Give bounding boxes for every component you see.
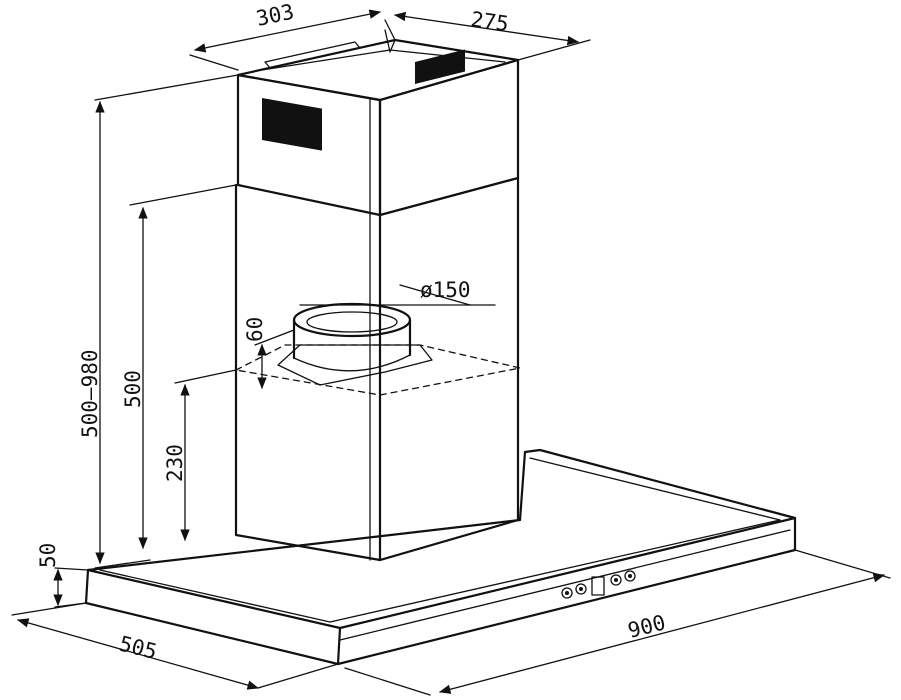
label-chimney-depth: 275 [469,7,510,36]
label-canopy-width: 900 [625,610,668,642]
label-canopy-depth: 505 [117,632,160,664]
label-chimney-lower-height: 500 [121,370,145,408]
control-panel [561,570,636,599]
canopy [84,448,797,666]
label-duct-diameter: ø150 [420,278,471,302]
label-collar-height: 60 [243,317,267,342]
vent-slot-side [415,49,465,84]
vent-slot-front [262,98,322,151]
label-chimney-width: 303 [254,0,296,31]
chimney [234,29,521,562]
label-bracket-height: 230 [163,444,187,482]
label-total-height-range: 500–980 [78,349,102,438]
duct-collar [277,302,433,386]
dimension-labels: 303 275 ø150 60 500–980 500 230 50 505 9… [36,0,668,664]
control-display [591,576,605,596]
dimension-lines [11,9,891,696]
label-canopy-thickness: 50 [36,543,60,568]
